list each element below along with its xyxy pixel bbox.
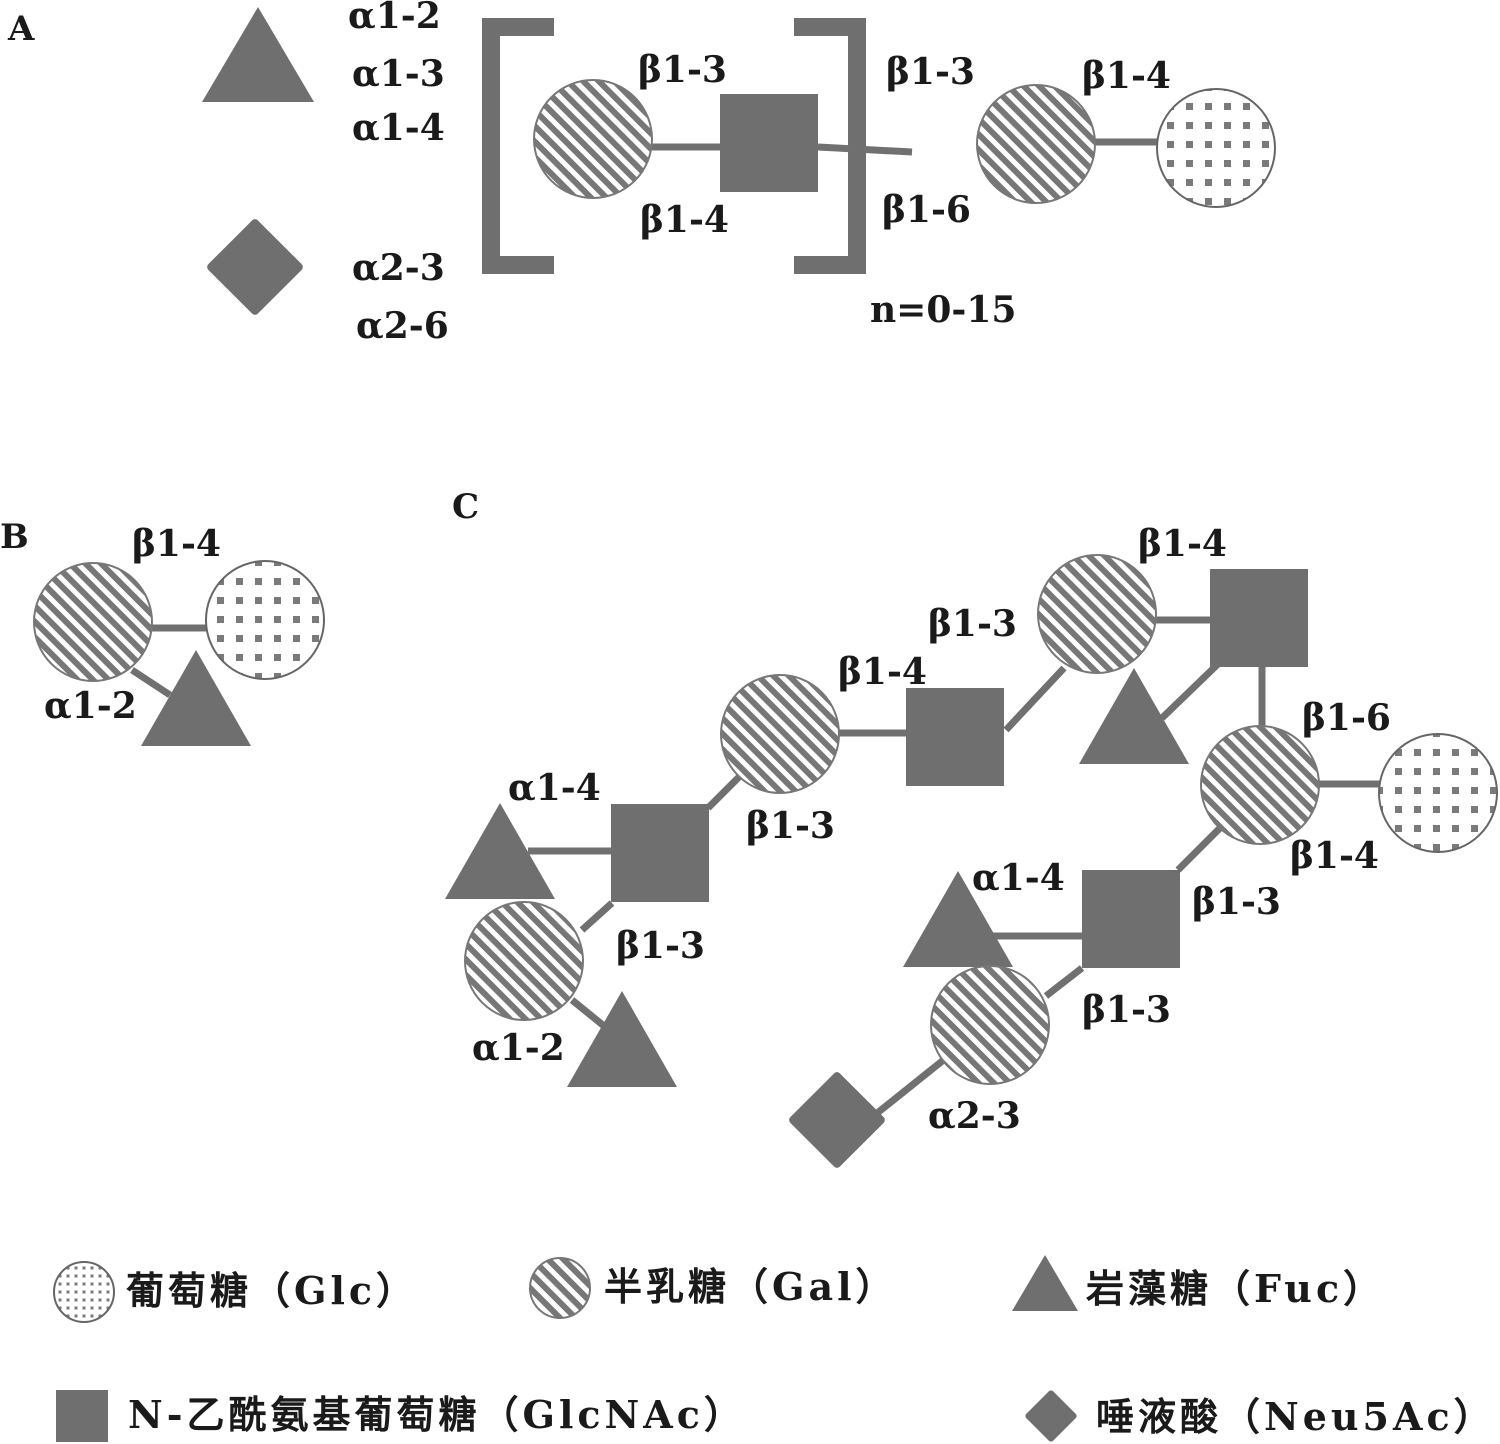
glcnac-square: [1210, 569, 1308, 667]
legend-sialic-acid-icon: [1025, 1390, 1077, 1442]
bond: [1043, 965, 1085, 999]
bond: [817, 143, 913, 156]
legend-fucose-icon: [1012, 1255, 1078, 1311]
fucose-triangle: [141, 650, 251, 746]
bond: [1175, 825, 1223, 873]
legend-glcnac-label: N-乙酰氨基葡萄糖（GlcNAc）: [128, 1392, 746, 1437]
legend-galactose-icon: [529, 1257, 591, 1319]
linkage-label: α1-2: [472, 1027, 565, 1069]
linkage-label: β1-4: [132, 523, 221, 565]
glcnac-square: [720, 94, 818, 192]
bond: [1159, 661, 1221, 721]
legend-galactose-label: 半乳糖（Gal）: [604, 1264, 898, 1309]
linkage-label: β1-4: [838, 651, 927, 693]
fucose-triangle: [903, 871, 1013, 967]
linkage-label: α1-2: [348, 0, 441, 37]
linkage-label: β1-6: [1302, 697, 1391, 739]
fucose-triangle: [202, 7, 314, 102]
bond: [873, 1055, 949, 1117]
linkage-label: β1-3: [928, 603, 1017, 645]
fucose-triangle: [567, 991, 677, 1087]
galactose-circle: [930, 965, 1050, 1085]
linkage-label: β1-4: [1290, 835, 1379, 877]
galactose-circle: [1200, 725, 1320, 845]
legend-fucose-label: 岩藻糖（Fuc）: [1086, 1266, 1385, 1311]
linkage-label: β1-3: [638, 49, 727, 91]
linkage-label: α1-4: [508, 767, 601, 809]
legend-glucose-icon: [53, 1261, 115, 1323]
bond: [130, 667, 172, 698]
glucose-circle: [205, 560, 325, 680]
galactose-circle: [720, 674, 840, 794]
galactose-circle: [464, 901, 584, 1021]
glucose-circle: [1156, 88, 1276, 208]
linkage-label: β1-3: [746, 805, 835, 847]
glcnac-square: [611, 804, 709, 902]
fucose-triangle: [1079, 668, 1189, 764]
linkage-label: β1-3: [616, 925, 705, 967]
bond: [705, 773, 743, 811]
linkage-label: β1-4: [1138, 523, 1227, 565]
linkage-label: β1-4: [640, 199, 729, 241]
linkage-label: β1-3: [886, 51, 975, 93]
panel-label-a: A: [7, 9, 35, 49]
panel-label-c: C: [452, 487, 479, 527]
linkage-label: β1-3: [1082, 989, 1171, 1031]
galactose-circle: [1037, 554, 1157, 674]
linkage-label: α1-4: [352, 107, 445, 149]
bond: [1003, 665, 1067, 733]
sialic-acid-diamond: [789, 1072, 885, 1168]
glcnac-square: [1082, 870, 1180, 968]
repeat-count: n=0-15: [870, 289, 1016, 331]
legend-glucose-label: 葡萄糖（Glc）: [126, 1268, 418, 1313]
galactose-circle: [533, 79, 653, 199]
legend-sialic-acid-label: 唾液酸（Neu5Ac）: [1096, 1394, 1496, 1439]
linkage-label: α1-3: [352, 53, 445, 95]
panel-label-b: B: [0, 517, 29, 557]
linkage-label: α2-3: [352, 247, 445, 289]
linkage-label: β1-3: [1192, 881, 1281, 923]
galactose-circle: [976, 84, 1096, 204]
glucose-circle: [1378, 733, 1498, 853]
sialic-acid-diamond: [207, 219, 303, 315]
linkage-label: α1-4: [972, 857, 1065, 899]
glcnac-square: [906, 688, 1004, 786]
linkage-label: α1-2: [44, 685, 137, 727]
galactose-circle: [33, 562, 153, 682]
bond: [569, 997, 607, 1029]
linkage-label: β1-4: [1082, 55, 1171, 97]
linkage-label: β1-6: [882, 189, 971, 231]
left-bracket: [482, 18, 554, 274]
right-bracket: [794, 18, 866, 274]
linkage-label: α2-3: [928, 1095, 1021, 1137]
legend-glcnac-icon: [56, 1390, 108, 1442]
linkage-label: α2-6: [356, 305, 449, 347]
bond: [579, 900, 615, 933]
fucose-triangle: [445, 803, 555, 899]
